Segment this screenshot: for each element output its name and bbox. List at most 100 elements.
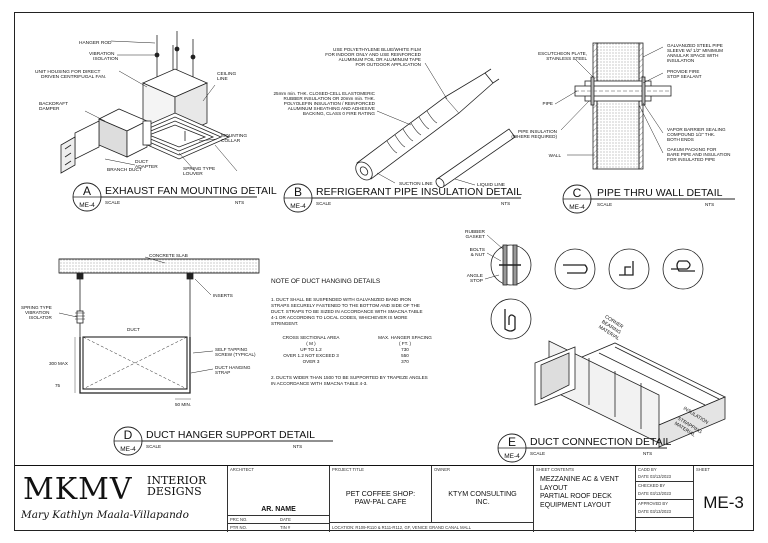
svg-text:STRINGENT.: STRINGENT. <box>271 321 298 326</box>
label-suction-line: SUCTION LINE <box>399 181 433 187</box>
label-louver: SPRING TYPE <box>183 166 215 172</box>
svg-text:STAINLESS STEEL: STAINLESS STEEL <box>546 56 587 61</box>
svg-text:MAX. HANGER SPACING: MAX. HANGER SPACING <box>378 335 432 340</box>
svg-text:INSULATION: INSULATION <box>667 58 694 63</box>
svg-text:ME-4: ME-4 <box>569 204 585 211</box>
detail-a-letter: A <box>83 184 91 198</box>
svg-text:ALUMINUM SHEATHING AND ADHESIV: ALUMINUM SHEATHING AND ADHESIVE <box>288 106 375 111</box>
svg-text:GASKET: GASKET <box>466 234 486 240</box>
drawing-sheet: HANGER ROD VIBRATION ISOLATION UNIT HOUS… <box>14 12 754 532</box>
sheet-number: ME-3 <box>703 493 744 512</box>
detail-a-title-text: EXHAUST FAN MOUNTING DETAIL <box>105 185 277 197</box>
svg-text:SCALE: SCALE <box>530 451 545 456</box>
svg-text:POLYOLEFIN INSULATION / REINFO: POLYOLEFIN INSULATION / REINFORCED <box>284 101 376 106</box>
project-cell: PROJECT TITLE PET COFFEE SHOP:PAW-PAL CA… <box>329 466 431 522</box>
dates-cell: CADD BY DATE 03/13/2023 CHECKED BY DATE … <box>635 466 693 532</box>
svg-text:D: D <box>124 428 133 442</box>
svg-text:ISOLATOR: ISOLATOR <box>29 315 52 320</box>
svg-text:25mm min. THK. CLOSED-CELL ELA: 25mm min. THK. CLOSED-CELL ELASTOMERIC <box>273 91 375 96</box>
svg-text:WALL: WALL <box>549 153 562 158</box>
label-duct-adapter: DUCT <box>135 159 148 165</box>
svg-text:BARE PIPE AND INSULATION: BARE PIPE AND INSULATION <box>667 152 730 157</box>
svg-text:NTS: NTS <box>235 200 244 205</box>
svg-text:NTS: NTS <box>643 451 652 456</box>
svg-text:VAPOR BARRIER SEALING: VAPOR BARRIER SEALING <box>667 127 726 132</box>
svg-text:STOP: STOP <box>470 278 483 284</box>
svg-text:300 MAX: 300 MAX <box>49 361 68 366</box>
svg-text:730: 730 <box>401 347 409 352</box>
svg-text:FOR OUTDOOR APPLICATION: FOR OUTDOOR APPLICATION <box>355 62 421 67</box>
svg-text:PIPE: PIPE <box>543 101 553 106</box>
detail-a-labels: HANGER ROD VIBRATION ISOLATION UNIT HOUS… <box>35 40 247 177</box>
svg-text:( M ): ( M ) <box>306 341 316 346</box>
svg-text:DUCT. STRAPS TO BE SIZED IN AC: DUCT. STRAPS TO BE SIZED IN ACCORDANCE W… <box>271 309 423 314</box>
designer-signature: Mary Kathlyn Maala-Villapando <box>21 509 189 521</box>
detail-a-drawing <box>60 31 230 174</box>
detail-d-labels: CONCRETE SLAB INSERTS SPRING TYPE VIBRAT… <box>21 253 256 407</box>
svg-text:DUCT HANGING: DUCT HANGING <box>215 365 251 370</box>
svg-text:ANGLE: ANGLE <box>467 273 483 279</box>
sheet-number-cell: SHEET ME-3 <box>693 466 753 532</box>
label-ceiling-line: CEILING <box>217 71 236 77</box>
detail-b-title: B ME-4 REFRIGERANT PIPE INSULATION DETAI… <box>283 183 522 213</box>
svg-text:ME-4: ME-4 <box>120 446 136 453</box>
svg-text:STRAP: STRAP <box>215 370 230 375</box>
svg-text:& NUT: & NUT <box>471 252 485 258</box>
detail-b-drawing <box>355 68 516 188</box>
label-liquid-line: LIQUID LINE <box>477 182 505 188</box>
label-backdraft: BACKDRAFT <box>39 101 68 107</box>
svg-text:IN ACCORDANCE WITH SMACNA TABL: IN ACCORDANCE WITH SMACNA TABLE 4-3. <box>271 381 368 386</box>
detail-b-leaders <box>376 62 476 186</box>
project-title: PET COFFEE SHOP:PAW-PAL CAFE <box>345 489 416 506</box>
detail-b-labels: USE POLYETHYLENE BLUE/WHITE FILM FOR IND… <box>273 47 421 116</box>
svg-text:B: B <box>294 185 302 199</box>
svg-text:NTS: NTS <box>293 444 302 449</box>
svg-text:VIBRATION: VIBRATION <box>25 310 49 315</box>
svg-text:SCREW (TYPICAL): SCREW (TYPICAL) <box>215 352 256 357</box>
location-cell: LOCATION: R109-R110 & R111-R112, GF, VEN… <box>329 522 533 532</box>
svg-text:CONCRETE SLAB: CONCRETE SLAB <box>149 253 188 258</box>
duct-hanging-notes: NOTE OF DUCT HANGING DETAILS 1. DUCT SHA… <box>271 278 432 386</box>
detail-e-leaders <box>484 234 504 280</box>
svg-text:STRAPS SECURELY FASTENED TO TH: STRAPS SECURELY FASTENED TO THE BOTTOM A… <box>271 303 420 308</box>
svg-text:CROSS SECTIONAL AREA: CROSS SECTIONAL AREA <box>282 335 340 340</box>
detail-c-title: C ME-4 PIPE THRU WALL DETAIL SCALE NTS <box>562 184 735 214</box>
svg-text:550: 550 <box>401 353 409 358</box>
svg-text:LINE: LINE <box>217 76 228 82</box>
detail-e-drawing <box>490 244 726 448</box>
label-vibration-isolation: VIBRATION <box>89 51 115 57</box>
svg-text:50 MIN.: 50 MIN. <box>175 402 191 407</box>
svg-text:1. DUCT SHALL BE SUSPENDED WI: 1. DUCT SHALL BE SUSPENDED WITH GALVANIZ… <box>271 297 411 302</box>
detail-d-leaders <box>58 256 214 374</box>
svg-text:E: E <box>508 435 516 449</box>
svg-text:SELF TAPPING: SELF TAPPING <box>215 347 248 352</box>
detail-e-title-text: DUCT CONNECTION DETAIL <box>530 436 672 448</box>
svg-text:SCALE: SCALE <box>146 444 161 449</box>
detail-d-title: D ME-4 DUCT HANGER SUPPORT DETAIL SCALE … <box>113 426 333 456</box>
detail-c-leaders <box>554 46 664 156</box>
svg-text:UP TO 1.2: UP TO 1.2 <box>300 347 322 352</box>
detail-a-leaders <box>84 40 238 172</box>
svg-text:SPRING TYPE: SPRING TYPE <box>21 305 52 310</box>
svg-text:( FT. ): ( FT. ) <box>399 341 411 346</box>
svg-text:4-1 OR ACCORDING TO LOCAL CODE: 4-1 OR ACCORDING TO LOCAL CODES, WHICHEV… <box>271 315 407 320</box>
svg-text:DUCT: DUCT <box>127 327 140 332</box>
svg-text:LOUVER: LOUVER <box>183 171 203 177</box>
label-branch-duct: BRANCH DUCT <box>107 167 142 173</box>
svg-text:75: 75 <box>55 383 61 388</box>
svg-text:ISOLATION: ISOLATION <box>93 56 119 62</box>
detail-c-title-text: PIPE THRU WALL DETAIL <box>597 187 723 199</box>
svg-text:NOTE OF DUCT HANGING DETAILS: NOTE OF DUCT HANGING DETAILS <box>271 278 381 285</box>
svg-text:PIPE INSULATION: PIPE INSULATION <box>518 129 557 134</box>
svg-text:STOP SEALANT: STOP SEALANT <box>667 74 702 79</box>
svg-text:BOTH ENDS: BOTH ENDS <box>667 137 694 142</box>
detail-b-title-text: REFRIGERANT PIPE INSULATION DETAIL <box>316 186 522 198</box>
svg-text:GALVANIZED STEEL PIPE: GALVANIZED STEEL PIPE <box>667 43 723 48</box>
architect-name: AR. NAME <box>261 506 296 513</box>
svg-text:ME-4: ME-4 <box>290 203 306 210</box>
